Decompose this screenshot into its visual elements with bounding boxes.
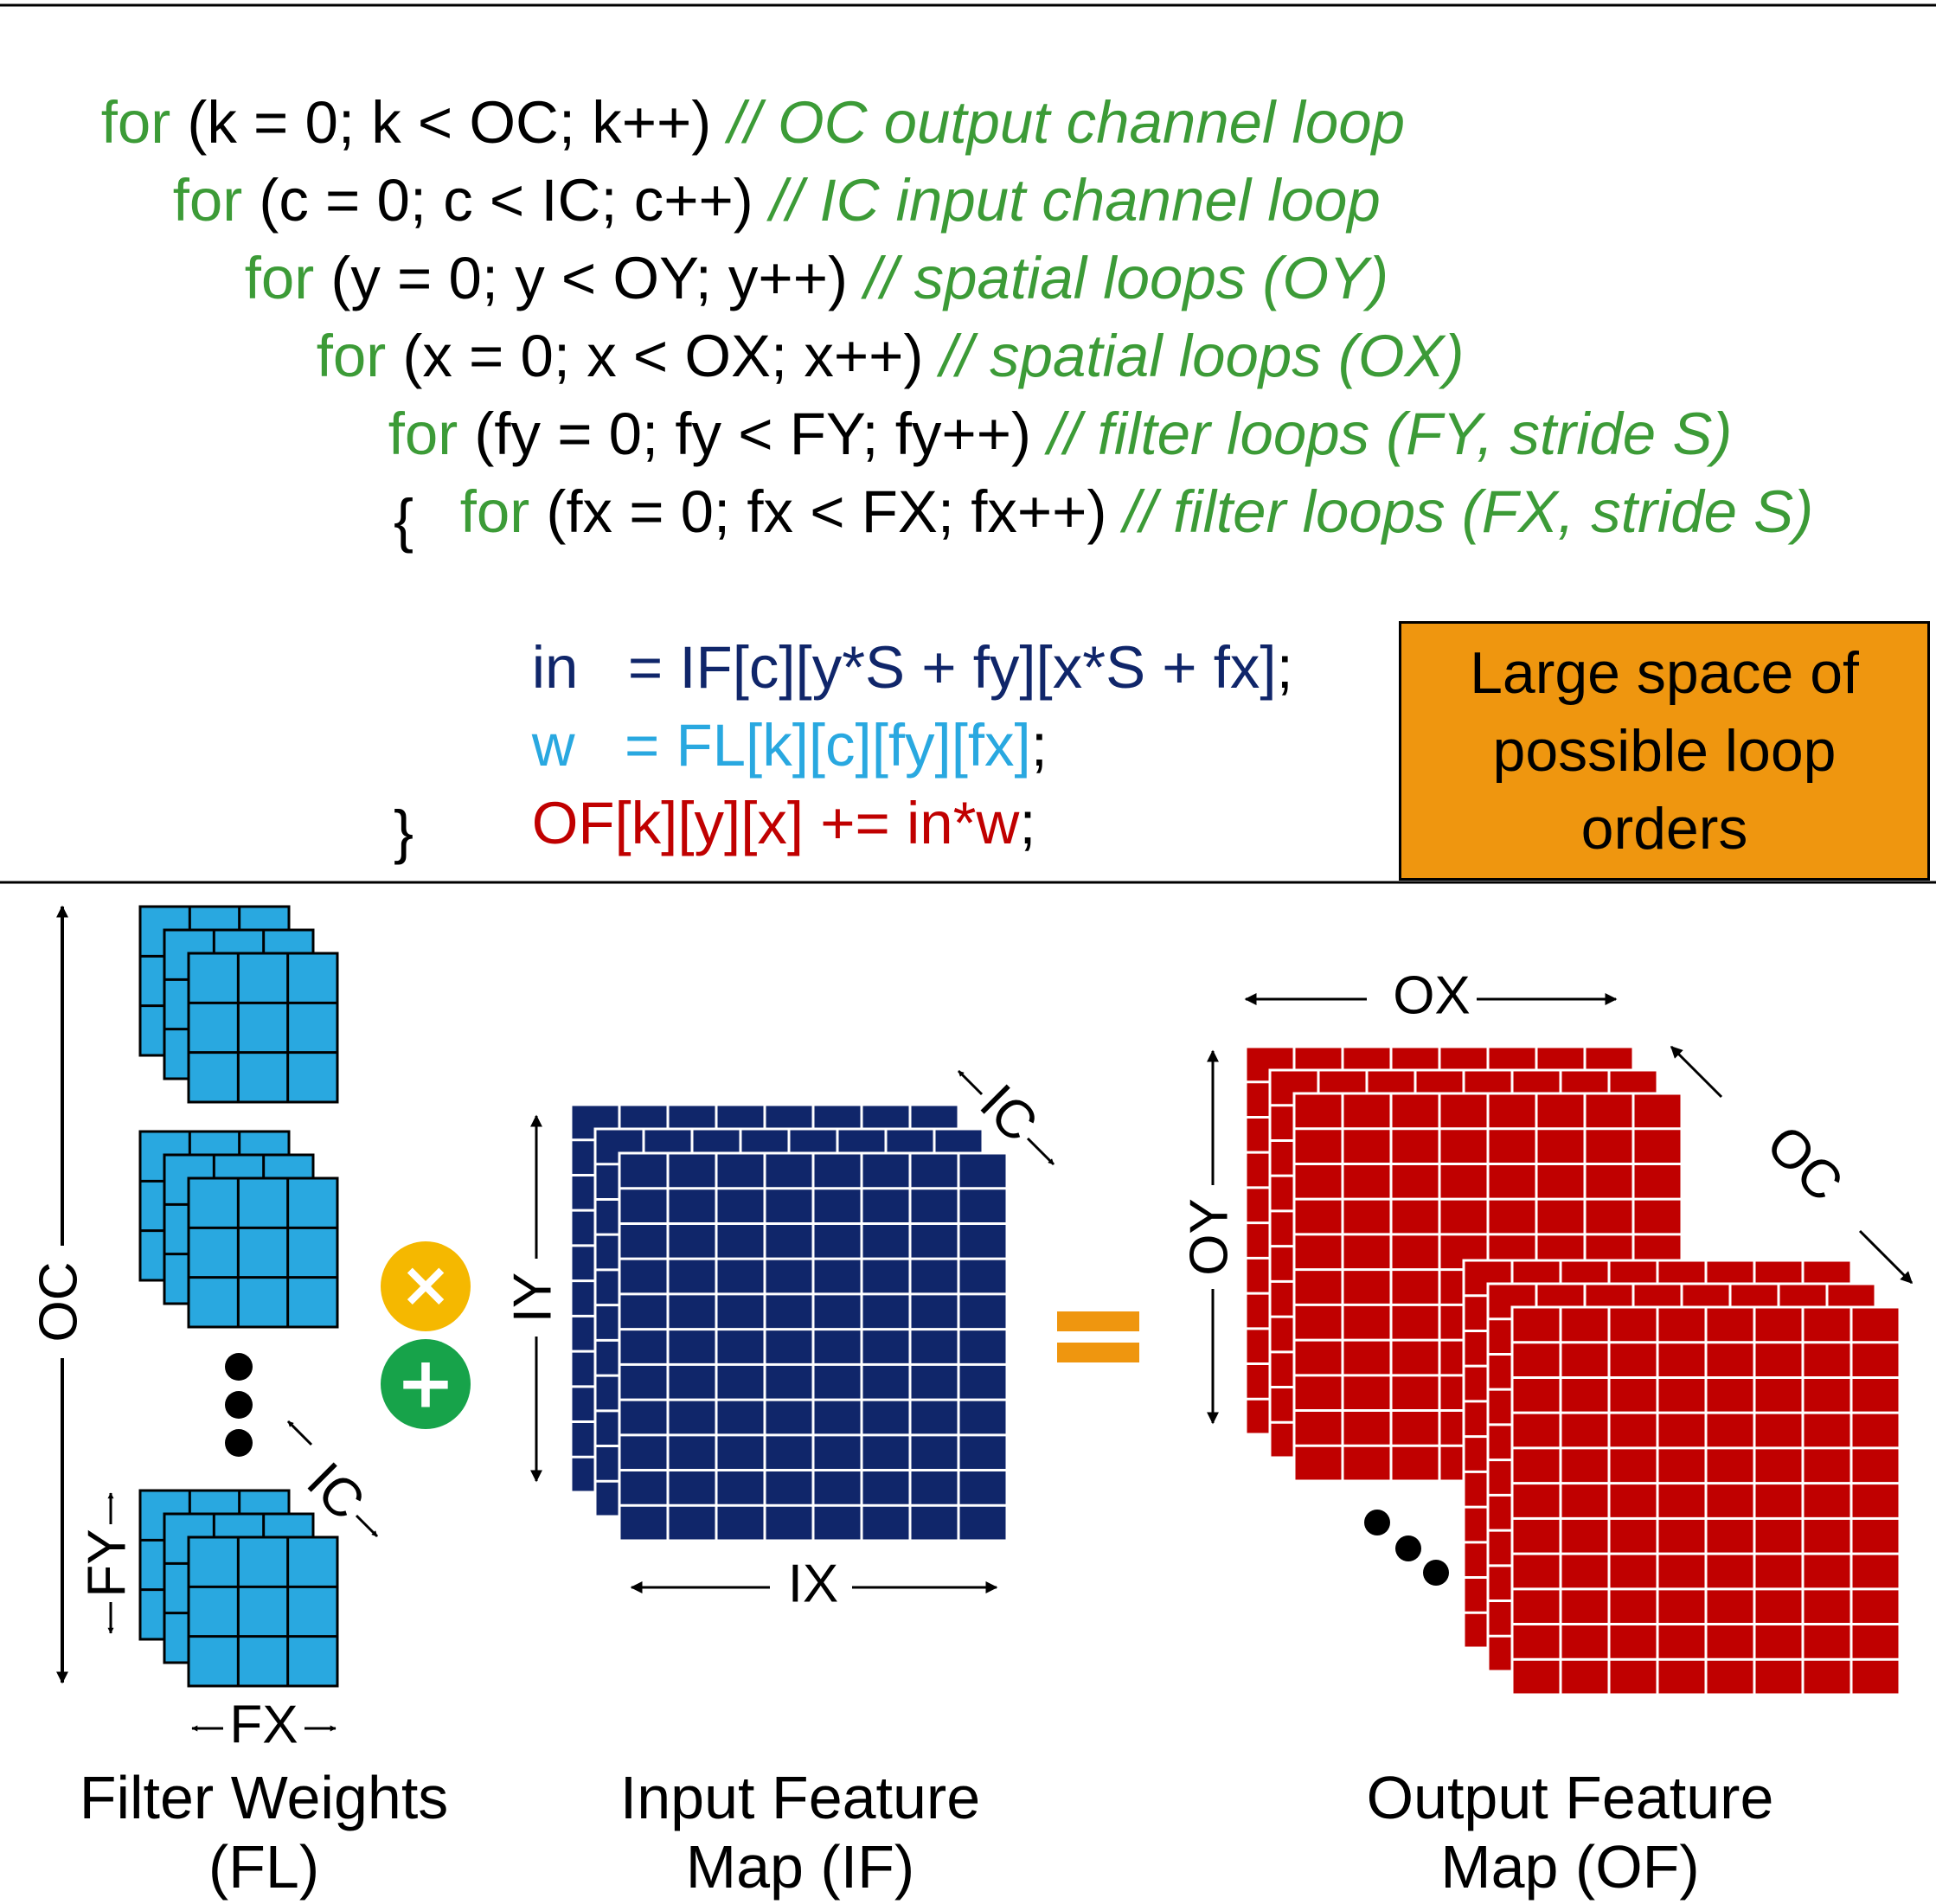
for-keyword: for [459,478,530,545]
stmt-w-end: ; [1030,712,1048,779]
fy-label: FY [77,1529,137,1597]
caption-output-feature-map: Output Feature Map (OF) [1366,1764,1774,1901]
ix-label: IX [788,1554,839,1613]
open-brace: { [394,487,414,554]
loop-comment: // filter loops (FY, stride S) [1048,401,1733,467]
output-ellipsis [1364,1510,1449,1586]
loop-line-ic: for (c = 0; c < IC; c++) // IC input cha… [106,97,1381,305]
oc-left-label: OC [29,1262,88,1343]
loop-comment: // OC output channel loop [728,89,1405,156]
oc-right-label: OC [1755,1114,1855,1214]
stmt-w: w = FL[k][c][fy][fx]; [465,642,1048,849]
for-keyword: for [244,245,315,311]
multiply-icon: × [381,1241,471,1331]
stmt-w-lhs: w = [531,712,676,779]
callout-text: Large space of possible loop orders [1470,640,1859,862]
fx-dimension: FX [191,1695,337,1754]
oy-dimension: OY [1179,1049,1239,1425]
iy-dimension: IY [503,1114,562,1483]
caption-filter-weights: Filter Weights (FL) [79,1764,449,1901]
stmt-of: OF[k][y][x] += in*w; [465,720,1036,927]
loop-line-oc: for (k = 0; k < OC; k++) // OC output ch… [35,19,1405,227]
loop-comment: // filter loops (FX, stride S) [1123,478,1814,545]
for-keyword: for [316,323,387,389]
for-keyword: for [172,167,243,234]
loop-header: (fy = 0; fy < FY; fy++) [458,401,1048,467]
stmt-in-lhs: in = [531,634,680,701]
oc-left-dimension: OC [29,905,88,1684]
loop-comment: // spatial loops (OY) [864,245,1389,311]
oy-label: OY [1179,1198,1239,1276]
fx-label: FX [229,1695,298,1754]
output-map-stack-n-layer-3 [1510,1305,1901,1696]
loop-line-fy: for (fy = 0; fy < FY; fy++) // filter lo… [322,330,1733,538]
loop-line-oy: for (y = 0; y < OY; y++) // spatial loop… [178,175,1388,382]
filter-ellipsis [225,1353,253,1457]
oc-right-dimension: OC [1670,1045,1914,1285]
for-keyword: for [100,89,171,156]
loop-header: (k = 0; k < OC; k++) [170,89,728,156]
stmt-of-body: OF[k][y][x] += in*w [531,790,1020,856]
input-map-layer-3 [618,1151,1009,1542]
stmt-in: in = IF[c][y*S + fy][x*S + fx]; [465,564,1293,772]
loop-line-fx: for (fx = 0; fx < FX; fx++) // filter lo… [394,408,1813,616]
stmt-in-end: ; [1276,634,1293,701]
filter-stack-n-layer-3 [187,1535,339,1688]
svg-text:+: + [396,1342,456,1424]
filter-stack-2-layer-3 [187,1176,339,1329]
caption-input-feature-map: Input Feature Map (IF) [619,1764,981,1901]
equals-icon [1057,1311,1139,1362]
ox-dimension: OX [1244,965,1618,1025]
add-icon: + [381,1339,471,1429]
loop-header: (c = 0; c < IC; c++) [242,167,770,234]
close-brace: } [394,798,414,865]
stmt-w-rhs: FL[k][c][fy][fx] [676,712,1031,779]
stmt-of-end: ; [1019,790,1036,856]
loop-header: (x = 0; x < OX; x++) [386,323,940,389]
loop-comment: // spatial loops (OX) [939,323,1465,389]
filter-stack-1-layer-3 [187,952,339,1104]
filter-weights-stacks [138,905,339,1688]
loop-header: (fx = 0; fx < FX; fx++) [529,478,1124,545]
fy-dimension: FY [77,1492,137,1634]
ix-dimension: IX [630,1554,998,1613]
output-feature-map-stacks [1244,1045,1901,1696]
loop-line-ox: for (x = 0; x < OX; x++) // spatial loop… [250,253,1465,460]
input-feature-map-stack [569,1103,1009,1542]
loop-order-callout: Large space of possible loop orders [1399,621,1930,881]
stmt-in-rhs: IF[c][y*S + fy][x*S + fx] [679,634,1277,701]
loop-comment: // IC input channel loop [769,167,1381,234]
iy-label: IY [503,1273,562,1324]
ox-label: OX [1393,965,1471,1025]
loop-header: (y = 0; y < OY; y++) [314,245,865,311]
for-keyword: for [388,401,458,467]
svg-text:×: × [400,1248,452,1321]
